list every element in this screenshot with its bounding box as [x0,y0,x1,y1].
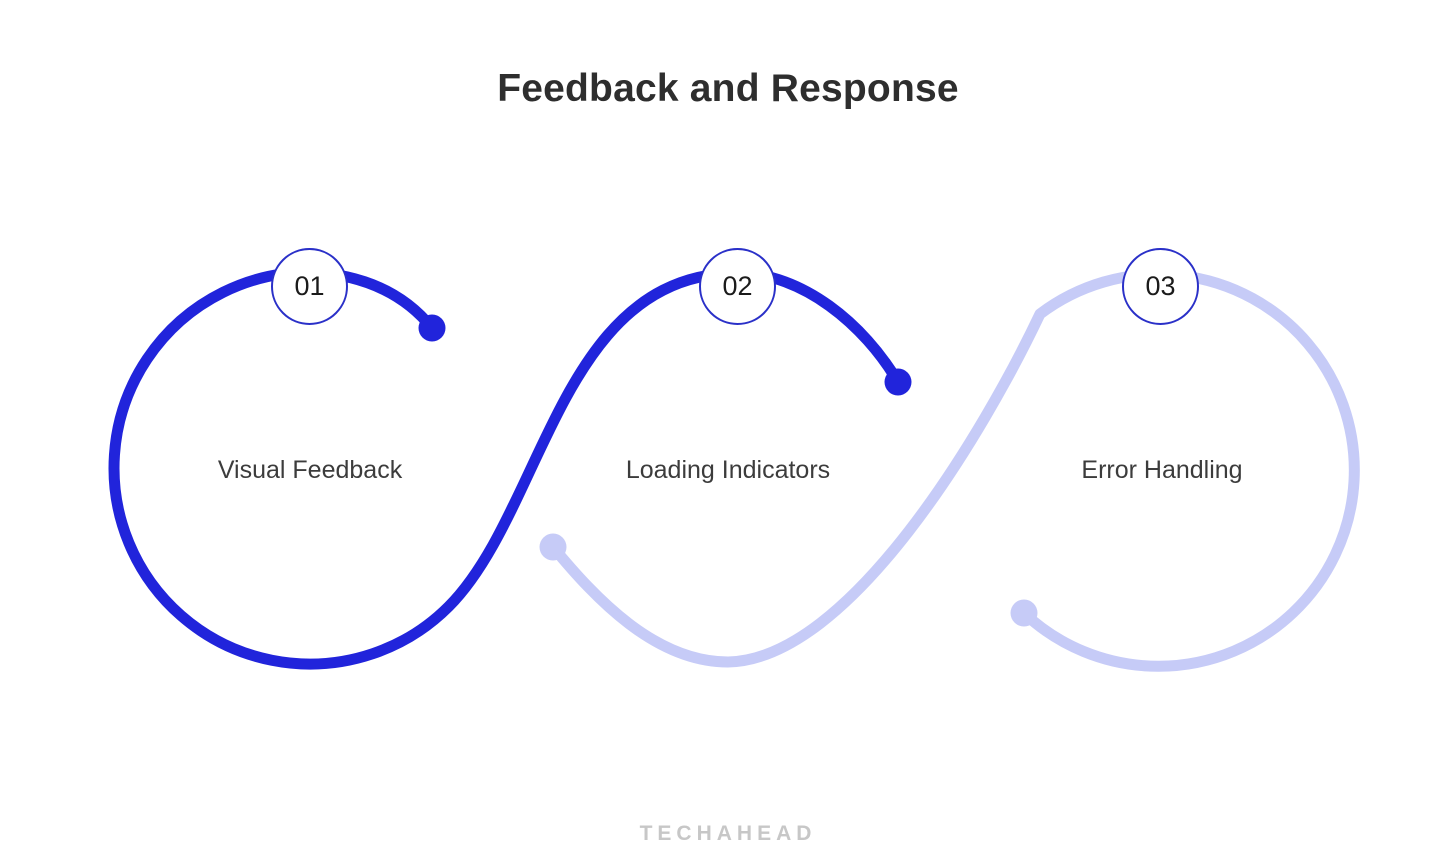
wave-endpoint-dot-3 [539,533,567,561]
techahead-watermark-logo: TECHAHEAD [639,822,817,845]
step-number-02: 02 [722,271,753,301]
step-badge-01: 01 [271,248,348,325]
step-number-01: 01 [294,271,325,301]
step-label-error-handling: Error Handling [1081,456,1243,484]
wave-endpoint-dot-1 [418,314,446,342]
wave-endpoint-dot-2 [884,368,912,396]
page-title: Feedback and Response [497,67,959,110]
step-badge-02: 02 [699,248,776,325]
step-label-visual-feedback: Visual Feedback [217,456,403,484]
wave-endpoint-dot-4 [1010,599,1038,627]
wave-segment-dark [108,266,904,670]
step-number-03: 03 [1145,271,1176,301]
wave-segment-light [547,268,1360,672]
step-badge-03: 03 [1122,248,1199,325]
step-label-loading-indicators: Loading Indicators [625,456,831,484]
